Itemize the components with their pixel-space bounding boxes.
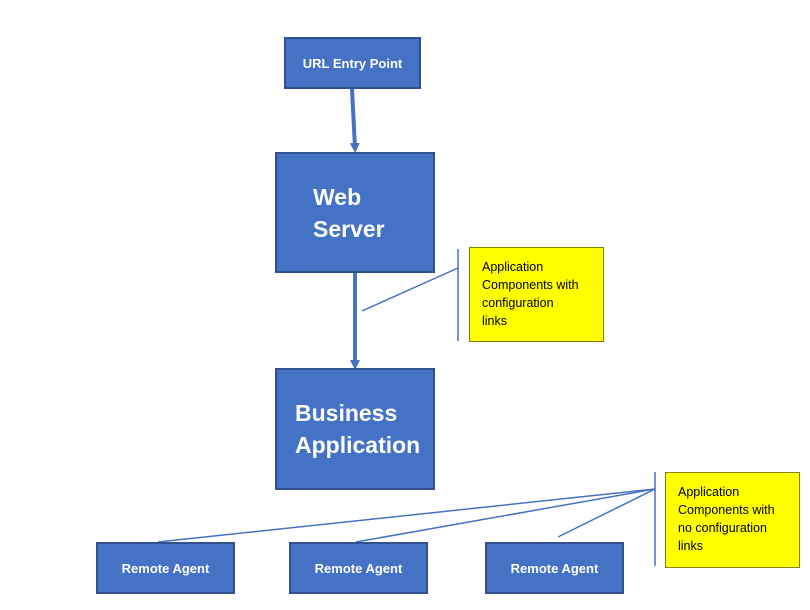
arrow-url-to-web-server <box>349 88 360 153</box>
callout-leader-agent-2 <box>355 488 656 543</box>
callout-leader-agent-3 <box>557 488 656 538</box>
remote-agent-node-3: Remote Agent <box>485 542 624 594</box>
web-server-node: Web Server <box>275 152 435 273</box>
note-components-with-config-links: Application Components with configuratio… <box>469 247 604 342</box>
remote-agent-node-1: Remote Agent <box>96 542 235 594</box>
business-application-node: Business Application <box>275 368 435 490</box>
note-components-no-config-links: Application Components with no configura… <box>665 472 800 568</box>
callout-leader-agent-1 <box>157 488 656 543</box>
remote-agent-node-2: Remote Agent <box>289 542 428 594</box>
callout-leader-config <box>361 267 459 312</box>
url-entry-point-node: URL Entry Point <box>284 37 421 89</box>
